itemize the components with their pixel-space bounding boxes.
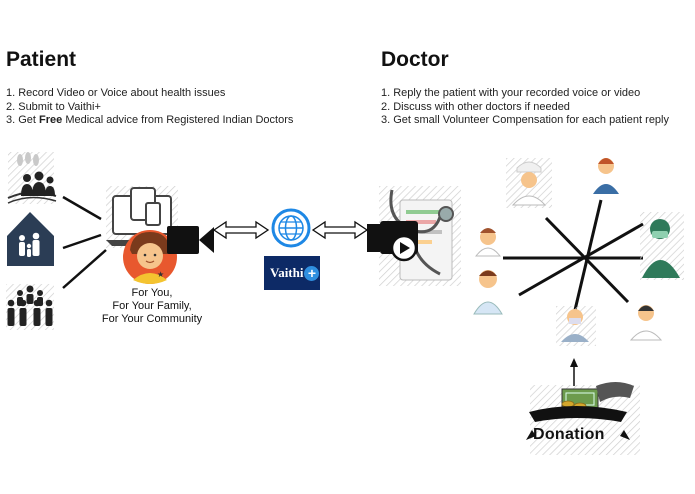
brand-name: Vaithi — [270, 265, 304, 280]
double-arrow-left — [212, 220, 270, 240]
caption-line-3: For Your Community — [101, 313, 203, 325]
doctor-step-3: 3. Get small Volunteer Compensation for … — [381, 114, 669, 126]
double-arrow-right — [311, 220, 369, 240]
doctor-network — [503, 199, 644, 311]
vaithi-logo: Vaithi+ — [264, 256, 320, 290]
patient-step-2: 2. Submit to Vaithi+ — [6, 100, 101, 113]
caption-line-1: For You, — [131, 287, 173, 299]
svg-text:★: ★ — [157, 270, 164, 279]
patient-avatar-icon: ★ — [123, 230, 177, 284]
community-icon — [6, 284, 54, 330]
doctor-avatar-icon — [473, 158, 684, 346]
patient-title: Patient — [6, 48, 77, 71]
brand-plus-icon: + — [304, 265, 320, 281]
patient-connectors — [62, 195, 107, 289]
caption-line-2: For Your Family, — [112, 300, 192, 312]
home-family-icon — [7, 212, 54, 266]
family-icon — [21, 171, 55, 196]
patient-steps: 1. Record Video or Voice about health is… — [6, 87, 293, 128]
doctor-steps: 1. Reply the patient with your recorded … — [381, 87, 669, 128]
doctor-step-1: 1. Reply the patient with your recorded … — [381, 87, 641, 99]
patient-caption: For You, For Your Family, For Your Commu… — [92, 287, 212, 326]
donation-arrow — [570, 358, 578, 386]
video-play-icon — [367, 221, 418, 262]
donation-label: Donation — [533, 426, 605, 443]
video-camera-icon — [167, 226, 214, 254]
patient-step-3: 3. Get Free Medical advice from Register… — [6, 114, 294, 126]
money-hand-icon — [526, 382, 640, 455]
doctor-title: Doctor — [381, 48, 449, 71]
globe-icon — [271, 208, 311, 248]
doctor-step-2: 2. Discuss with other doctors if needed — [381, 100, 570, 113]
patient-step-1: 1. Record Video or Voice about health is… — [6, 87, 226, 99]
